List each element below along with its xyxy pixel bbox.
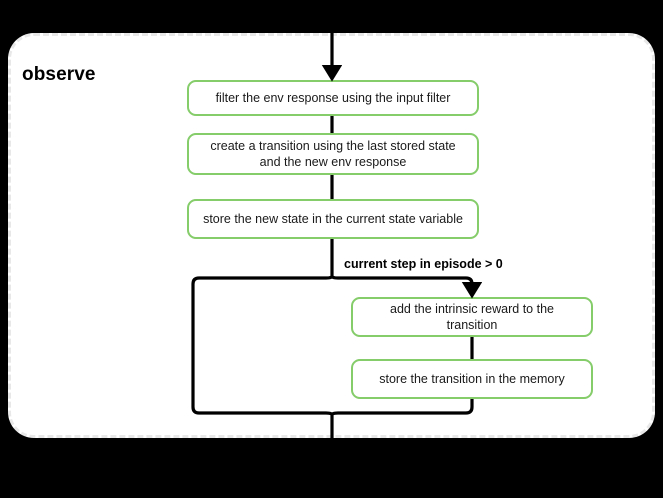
- node-filter-env-response[interactable]: filter the env response using the input …: [187, 80, 479, 116]
- node-store-transition-memory[interactable]: store the transition in the memory: [351, 359, 593, 399]
- node-store-new-state[interactable]: store the new state in the current state…: [187, 199, 479, 239]
- node-add-intrinsic-reward[interactable]: add the intrinsic reward to the transiti…: [351, 297, 593, 337]
- page-title: observe: [22, 64, 96, 85]
- branch-condition-label: current step in episode > 0: [344, 257, 503, 271]
- node-create-transition[interactable]: create a transition using the last store…: [187, 133, 479, 175]
